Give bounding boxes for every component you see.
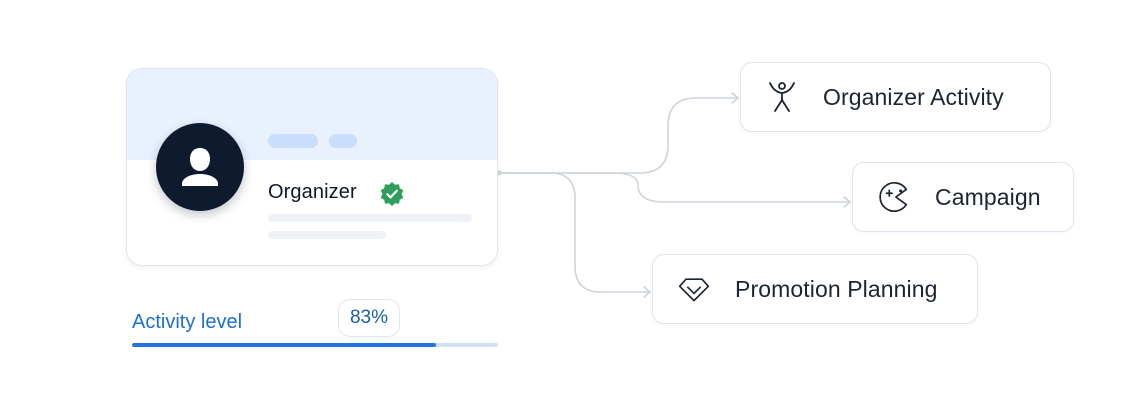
promotion-planning-label: Promotion Planning bbox=[735, 275, 938, 302]
activity-level-label: Activity level bbox=[132, 311, 243, 333]
skeleton-placeholder bbox=[329, 134, 357, 148]
activity-level-value: 83% bbox=[338, 299, 400, 337]
connector-to-promotion-planning bbox=[496, 172, 651, 293]
profile-card[interactable]: Organizer bbox=[126, 68, 498, 266]
arrowhead-campaign bbox=[843, 196, 851, 208]
promotion-planning-node[interactable]: Promotion Planning bbox=[652, 254, 978, 324]
connector-to-campaign bbox=[496, 172, 851, 203]
skeleton-line bbox=[268, 231, 386, 239]
campaign-node[interactable]: Campaign bbox=[852, 162, 1074, 232]
arrowhead-promotion-planning bbox=[643, 286, 651, 298]
pacman-plus-icon bbox=[877, 180, 911, 214]
profile-name: Organizer bbox=[268, 181, 357, 203]
person-arms-up-icon bbox=[765, 80, 799, 114]
activity-progress-fill bbox=[132, 343, 436, 347]
organizer-activity-node[interactable]: Organizer Activity bbox=[740, 62, 1051, 132]
avatar[interactable] bbox=[156, 123, 244, 211]
skeleton-line bbox=[268, 214, 472, 222]
verified-badge-icon bbox=[380, 182, 404, 206]
arrowhead-organizer-activity bbox=[731, 92, 739, 104]
activity-progress-bar bbox=[132, 343, 498, 347]
connector-to-organizer-activity bbox=[496, 97, 739, 174]
skeleton-placeholder bbox=[268, 134, 318, 148]
user-icon bbox=[182, 148, 218, 186]
campaign-label: Campaign bbox=[935, 183, 1041, 210]
organizer-activity-label: Organizer Activity bbox=[823, 83, 1004, 110]
diamond-icon bbox=[677, 272, 711, 306]
